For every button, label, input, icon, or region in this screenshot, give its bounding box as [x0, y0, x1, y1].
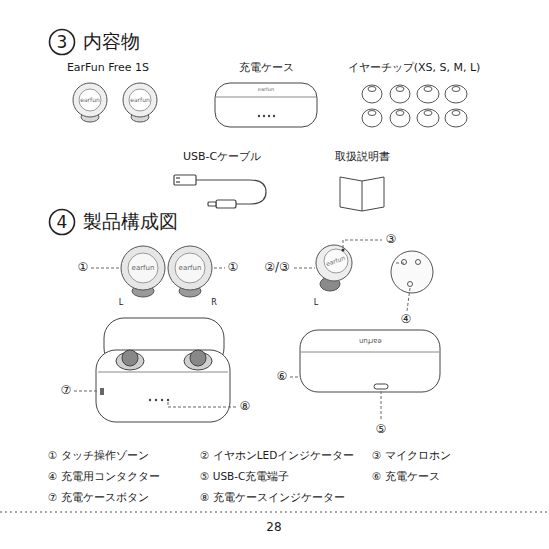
- callout-number: ①: [228, 261, 239, 275]
- charging-case: [215, 83, 317, 127]
- logo-text: earfun: [130, 96, 150, 103]
- item-name: EarFun Free 1S: [67, 61, 149, 74]
- callout-number: ④: [401, 312, 412, 326]
- item-name: USB-Cケーブル: [183, 150, 261, 163]
- part-key: ⑥ 充電ケース: [372, 470, 440, 482]
- side-mark: L: [314, 298, 318, 307]
- callout-number: ②/③: [264, 260, 290, 274]
- callout-number: ①: [228, 260, 239, 274]
- side-mark: L: [119, 298, 123, 307]
- earbud-pair: [73, 83, 157, 122]
- earbud-side: [316, 245, 433, 293]
- manual-booklet: [340, 177, 384, 211]
- logo-text: earfun: [80, 97, 100, 104]
- item-name: イヤーチップ(XS, S, M, L): [348, 61, 481, 74]
- logo-text: earfun: [132, 264, 155, 272]
- section-title: 内容物: [83, 29, 140, 55]
- part-key: ① タッチ操作ゾーン: [48, 449, 149, 461]
- part-key: ④ 充電用コンタクター: [48, 470, 160, 482]
- callout-number: ①: [78, 261, 89, 275]
- part-key: ⑦ 充電ケースボタン: [48, 491, 149, 503]
- usb-cable: [174, 175, 266, 208]
- logo-text: earfun: [258, 86, 274, 92]
- side-mark: L: [119, 298, 123, 307]
- side-mark: R: [211, 298, 217, 307]
- logo-text: earfun: [359, 337, 382, 345]
- logo-text: earfun: [130, 97, 150, 104]
- callout-number: ①: [78, 260, 89, 274]
- callout-number: ⑤: [376, 423, 387, 437]
- item-name: イヤーチップ(XS, S, M, L): [348, 62, 481, 75]
- part-key: ⑤ USB-C充電端子: [200, 470, 289, 482]
- earbud-front: [121, 246, 212, 297]
- part-key: ② イヤホンLEDインジケーター: [200, 449, 354, 461]
- section-heading: 4 製品構成図: [48, 208, 178, 236]
- open-case: [96, 318, 230, 422]
- logo-text: earfun: [179, 264, 202, 272]
- part-key: ③ マイクロホン: [372, 449, 451, 461]
- leader-line: [294, 240, 410, 311]
- callout-number: ⑥: [277, 370, 288, 384]
- part-key: ⑦ 充電ケースボタン: [48, 491, 149, 503]
- part-key: ⑥ 充電ケース: [372, 470, 440, 482]
- part-key: ⑧ 充電ケースインジケーター: [200, 491, 345, 503]
- callout-number: ⑦: [61, 384, 72, 398]
- closed-case: [300, 330, 440, 392]
- part-key: ④ 充電用コンタクター: [48, 470, 160, 482]
- callout-number: ③: [386, 232, 397, 246]
- callout-number: ②/③: [264, 261, 290, 275]
- logo-text: earfun: [258, 87, 274, 93]
- leader-line: [290, 377, 381, 421]
- leader-line: [91, 268, 225, 269]
- item-name: 充電ケース: [239, 61, 294, 74]
- item-name: EarFun Free 1S: [67, 62, 149, 75]
- callout-number: ⑥: [277, 369, 288, 383]
- item-name: 取扱説明書: [335, 151, 390, 164]
- part-key: ① タッチ操作ゾーン: [48, 449, 149, 461]
- page-divider: [0, 512, 549, 513]
- logo-text: earfun: [359, 337, 382, 345]
- ear-tips: [362, 85, 467, 127]
- callout-number: ⑧: [240, 399, 251, 413]
- item-name: 取扱説明書: [335, 150, 390, 163]
- callout-number: ⑦: [61, 383, 72, 397]
- number-circle: 3: [48, 28, 76, 56]
- section-number: 4: [48, 208, 76, 236]
- part-key: ⑧ 充電ケースインジケーター: [200, 491, 345, 503]
- page-number: 28: [266, 520, 281, 534]
- callout-number: ④: [401, 313, 412, 327]
- logo-text: earfun: [179, 264, 202, 272]
- number-circle: 4: [48, 208, 76, 236]
- callout-number: ⑤: [376, 422, 387, 436]
- section-number: 3: [48, 28, 76, 56]
- part-key: ⑤ USB-C充電端子: [200, 470, 289, 482]
- section-title: 製品構成図: [83, 209, 178, 235]
- part-key: ③ マイクロホン: [372, 449, 451, 461]
- item-name: 充電ケース: [239, 62, 294, 75]
- callout-number: ⑧: [240, 400, 251, 414]
- item-name: USB-Cケーブル: [183, 151, 261, 164]
- page-number: 28: [266, 521, 281, 535]
- section-heading: 3 内容物: [48, 28, 140, 56]
- side-mark: R: [211, 298, 217, 307]
- callout-number: ③: [386, 233, 397, 247]
- logo-text: earfun: [132, 264, 155, 272]
- leader-line: [74, 391, 237, 407]
- logo-text: earfun: [80, 96, 100, 103]
- side-mark: L: [314, 298, 318, 307]
- part-key: ② イヤホンLEDインジケーター: [200, 449, 354, 461]
